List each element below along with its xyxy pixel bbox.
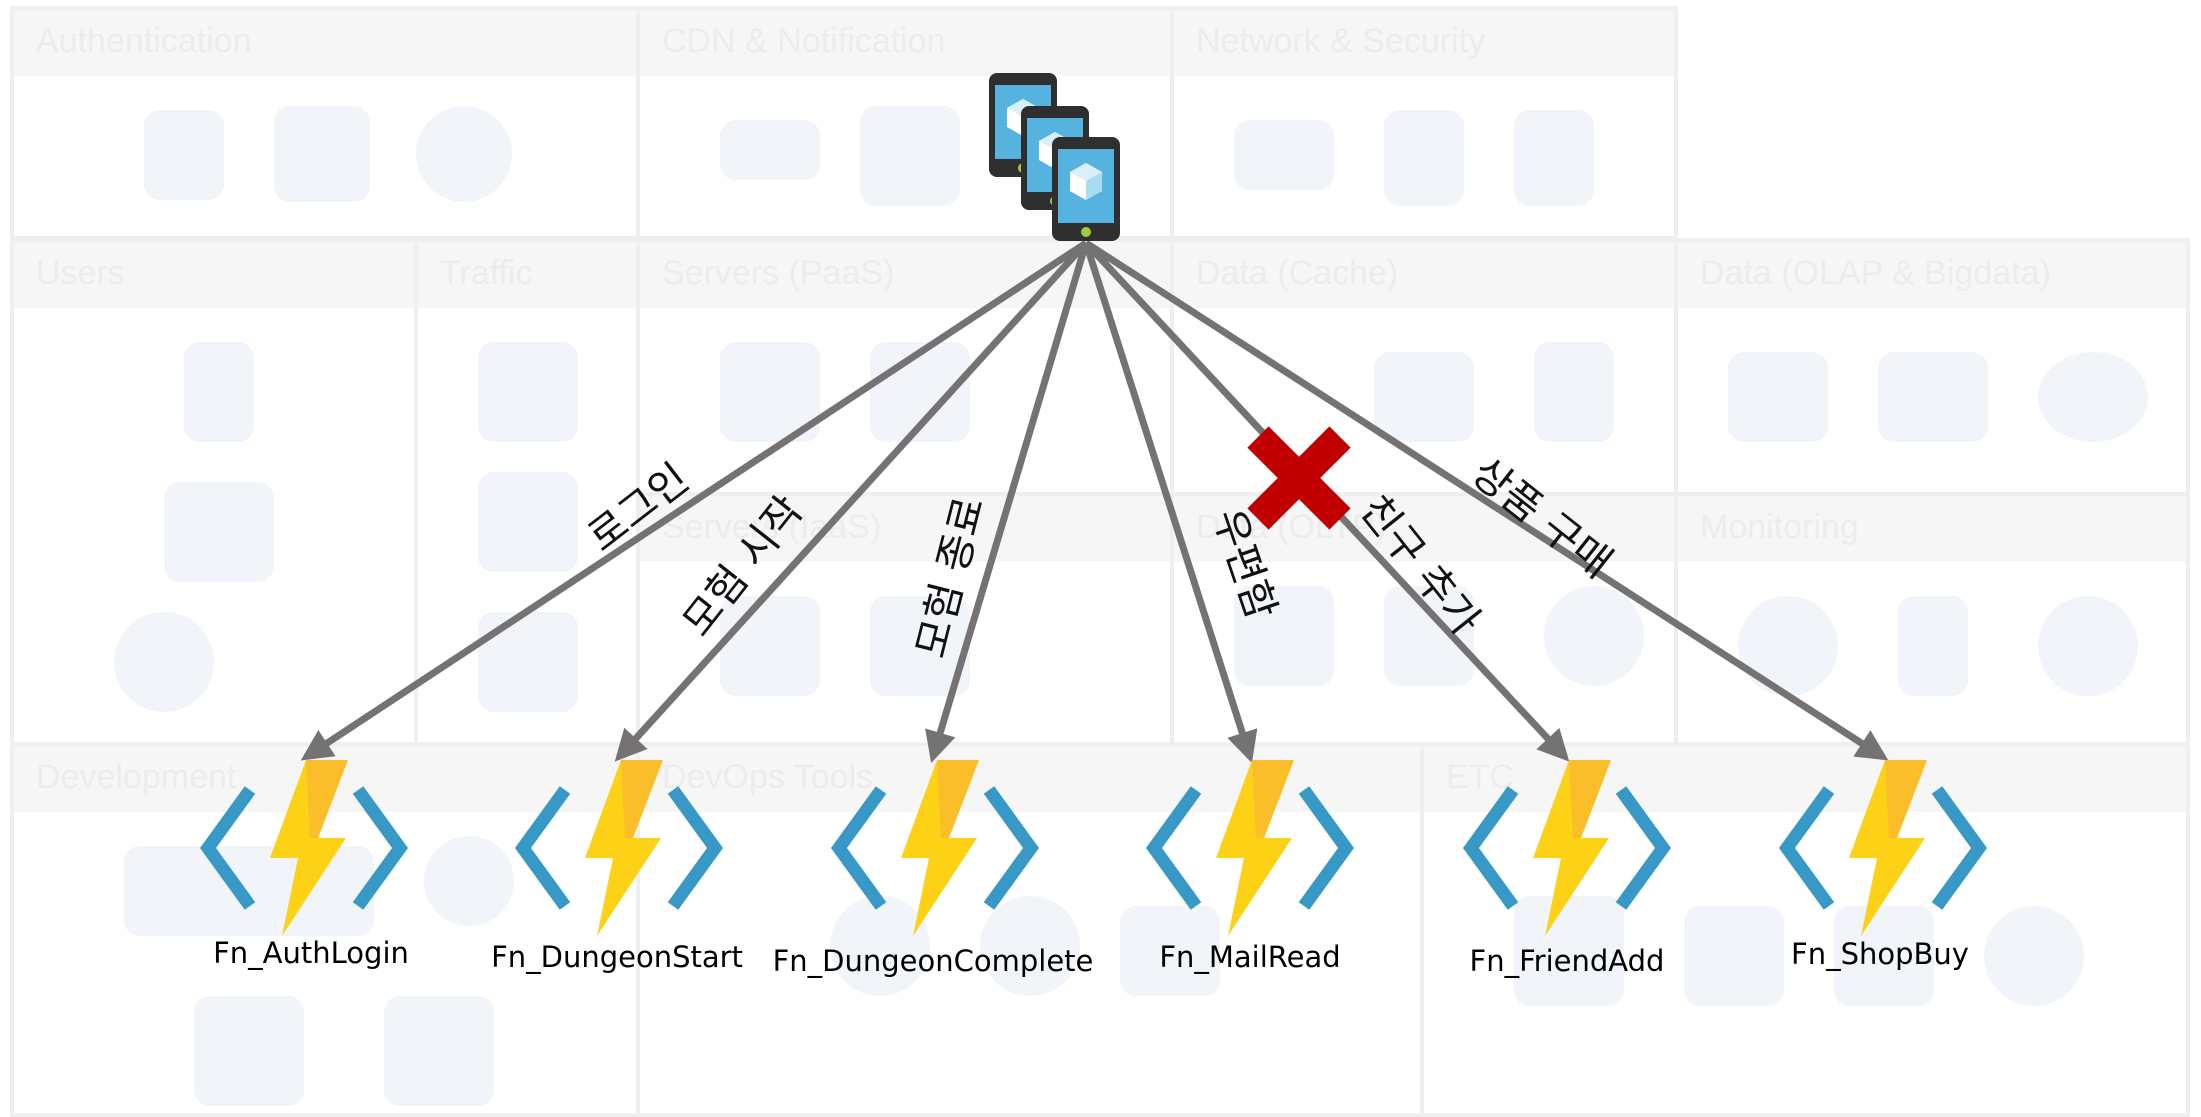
panel-title: Development bbox=[36, 758, 237, 796]
call-arrow bbox=[925, 242, 1090, 764]
panel-title: DevOps Tools bbox=[662, 758, 874, 796]
panel-title: Servers (IaaS) bbox=[662, 508, 882, 546]
panel-cdn: CDN & Notification bbox=[636, 6, 1174, 240]
panel-title: Monitoring bbox=[1700, 508, 1859, 546]
azure-function-icon bbox=[1154, 760, 1346, 936]
panel-title: Network & Security bbox=[1196, 22, 1486, 60]
function-name-label: Fn_ShopBuy bbox=[1791, 937, 1969, 971]
panel-title: Users bbox=[36, 254, 125, 292]
function-name-label: Fn_AuthLogin bbox=[213, 936, 409, 970]
function-name-label: Fn_MailRead bbox=[1159, 940, 1341, 974]
azure-function-icon bbox=[1787, 760, 1979, 936]
panel-authentication: Authentication bbox=[10, 6, 640, 240]
blocked-x-icon bbox=[1247, 426, 1351, 530]
function-name-label: Fn_DungeonComplete bbox=[772, 944, 1094, 978]
azure-function-icon bbox=[839, 760, 1031, 936]
mobile-devices-icon bbox=[1052, 137, 1120, 241]
panel-title: Traffic bbox=[440, 254, 533, 292]
function-name-label: Fn_DungeonStart bbox=[491, 940, 743, 974]
panel-title: ETC bbox=[1446, 758, 1514, 796]
function-icon-group bbox=[208, 760, 1979, 936]
panel-data-olap: Data (OLAP & Bigdata) bbox=[1674, 238, 2190, 496]
client-devices bbox=[989, 73, 1120, 241]
function-name-label: Fn_FriendAdd bbox=[1469, 944, 1665, 978]
azure-function-icon bbox=[523, 760, 715, 936]
panel-title: Data (Cache) bbox=[1196, 254, 1399, 292]
panel-title: CDN & Notification bbox=[662, 22, 946, 60]
call-arrow bbox=[300, 240, 1088, 761]
edge-group bbox=[300, 240, 1889, 764]
panel-servers-iaas: Servers (IaaS) bbox=[636, 492, 1174, 746]
panel-traffic: Traffic bbox=[414, 238, 640, 746]
panel-title: Servers (PaaS) bbox=[662, 254, 895, 292]
edge-label: 모험 종료 bbox=[907, 492, 994, 663]
edge-label: 친구 추가 bbox=[1351, 486, 1491, 644]
call-arrow bbox=[1082, 241, 1258, 764]
call-arrow bbox=[1084, 240, 1889, 761]
call-arrow bbox=[614, 240, 1089, 762]
panel-title: Authentication bbox=[36, 22, 252, 60]
azure-function-icon bbox=[208, 760, 400, 936]
blocked-mark-group bbox=[1247, 426, 1351, 530]
azure-function-icon bbox=[1471, 760, 1663, 936]
panel-title: Data (OLAP & Bigdata) bbox=[1700, 254, 2051, 292]
panel-monitoring: Monitoring bbox=[1674, 492, 2190, 746]
edge-label: 상품 구매 bbox=[1463, 448, 1621, 587]
